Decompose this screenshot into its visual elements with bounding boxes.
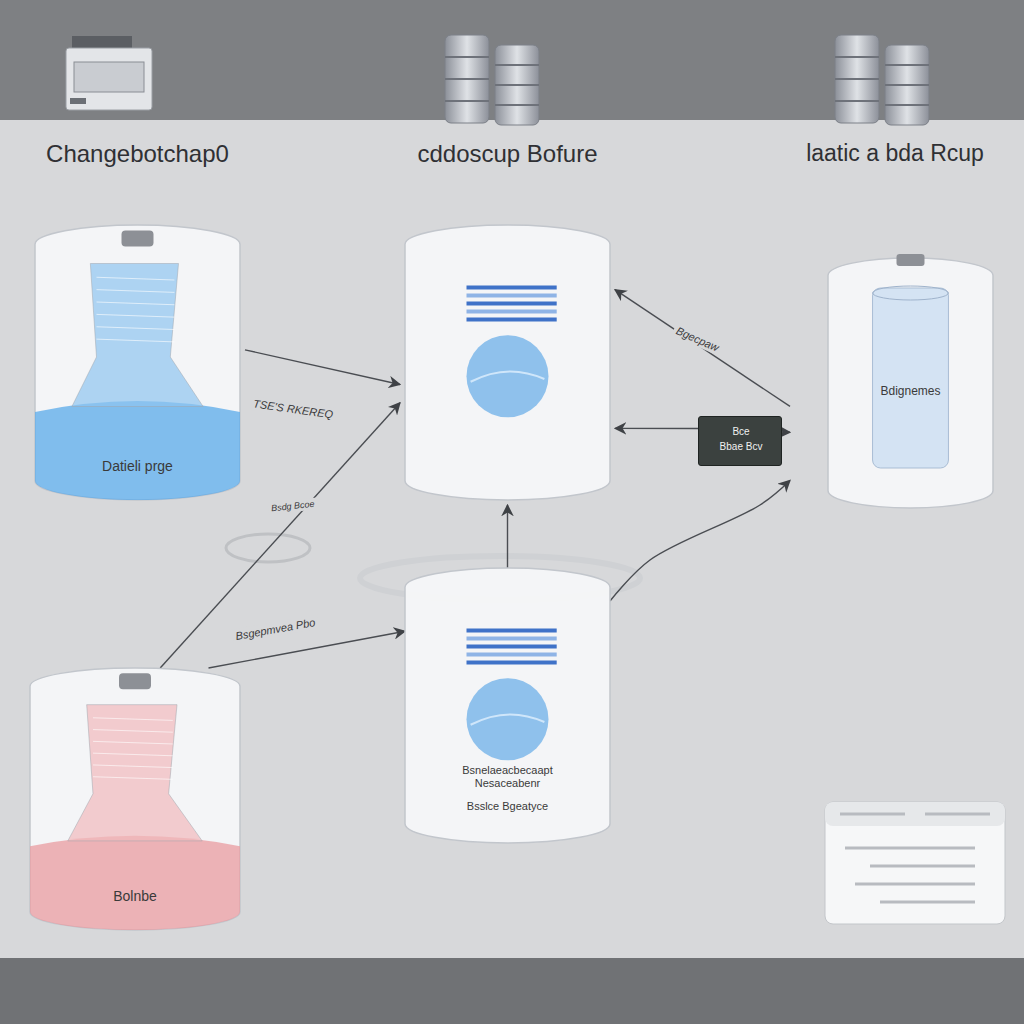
edge-label: TSE'S RKEREQ bbox=[249, 396, 336, 422]
bottom-band bbox=[0, 958, 1024, 1024]
process-box: BceBbae Bcv bbox=[698, 416, 782, 466]
node-label: Bsslce Bgeatyce bbox=[405, 800, 610, 813]
database-icon bbox=[835, 35, 929, 125]
storage-cylinder: Bsnelaeacbecaapt NesaceabenrBsslce Bgeat… bbox=[405, 568, 610, 843]
node-label: Bsnelaeacbecaapt Nesaceabenr bbox=[430, 764, 585, 789]
storage-cylinder: Bolnbe bbox=[30, 668, 240, 930]
node-label: Datieli prge bbox=[30, 458, 245, 474]
node-label: Bolnbe bbox=[30, 888, 240, 904]
server-icon bbox=[66, 36, 152, 110]
cylinder-outline bbox=[828, 258, 993, 508]
flow-arrow bbox=[615, 290, 790, 407]
database-icon bbox=[445, 35, 539, 125]
flow-arrow bbox=[782, 431, 790, 433]
storage-cylinder: Changebotchap0Datieli prge bbox=[30, 140, 245, 505]
node-label: Bce bbox=[699, 426, 783, 438]
edge-label: Bgecpaw bbox=[671, 322, 724, 356]
flow-arrow bbox=[507, 505, 508, 568]
edge-label: Bsgepmvea Pbo bbox=[231, 615, 319, 644]
column-heading: laatic a bda Rcup bbox=[790, 140, 1000, 166]
storage-cylinder: cddoscup Bofure bbox=[400, 140, 615, 505]
note-label: Bsdg Bcoe bbox=[268, 497, 319, 514]
column-heading: Changebotchap0 bbox=[30, 140, 245, 168]
column-heading: cddoscup Bofure bbox=[400, 140, 615, 168]
storage-cylinder: laatic a bda RcupBdignemes bbox=[790, 140, 1000, 510]
node-label: Bbae Bcv bbox=[699, 441, 783, 453]
cylinder-outline bbox=[405, 225, 610, 500]
node-label: Bdignemes bbox=[828, 385, 993, 399]
flow-arrow bbox=[610, 480, 790, 601]
flow-arrow bbox=[245, 350, 400, 385]
flow-arrow bbox=[615, 428, 698, 430]
document-card bbox=[825, 802, 1005, 924]
